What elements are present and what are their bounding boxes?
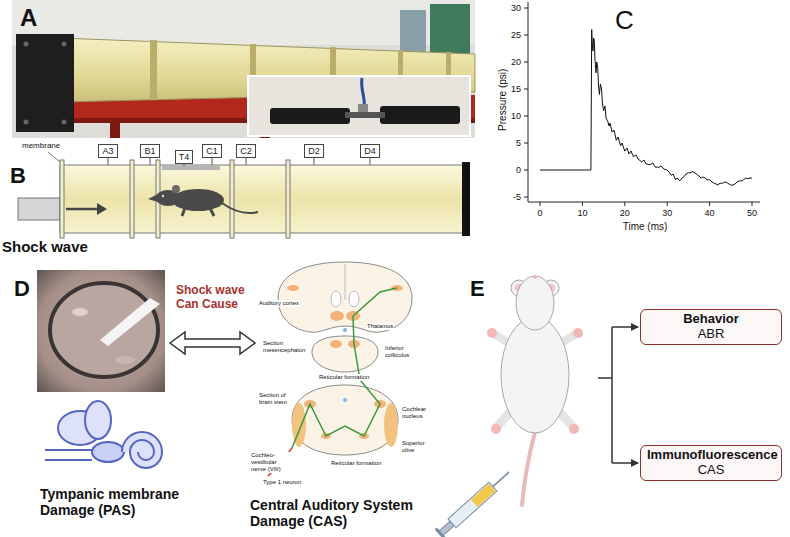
axis-tick: 50 [747, 208, 757, 218]
anatomy-label: Cochlear nucleus [401, 406, 433, 420]
box-body: CAS [647, 463, 775, 478]
axis-tick: 15 [511, 84, 521, 94]
axis-tick: -5 [513, 192, 521, 202]
rat-illustration [487, 275, 583, 505]
box-heading: D2 [308, 145, 320, 157]
branch-arrows [598, 327, 638, 463]
callout-text: Shock wave Can Cause [176, 284, 258, 312]
box-heading: B1 [144, 145, 155, 157]
outcome-box: BehaviorABR [640, 309, 782, 345]
box-heading: D4 [364, 145, 376, 157]
axis-tick: 40 [705, 208, 715, 218]
anatomy-label: Reticular formation [318, 374, 370, 381]
panel-letter: A [20, 4, 37, 32]
box-heading: Immunofluorescence [647, 448, 775, 463]
anatomy-label: Reticular formation [330, 460, 382, 467]
box-heading: T4 [179, 151, 190, 163]
anatomy-label: Section of brain stem [258, 392, 292, 406]
pressure-chart [524, 2, 760, 206]
shock-tube-photo [12, 0, 475, 138]
anatomy-label: Thalamus [366, 323, 394, 330]
box-heading: A3 [102, 145, 113, 157]
sensor-box: C2 [236, 144, 256, 158]
panel-letter: D [14, 276, 30, 301]
box-heading: C2 [240, 145, 252, 157]
part-label: membrane [22, 141, 60, 150]
panel-letter: B [10, 163, 26, 188]
axis-tick: 10 [577, 208, 587, 218]
shock-tube-schematic [18, 152, 470, 238]
box-heading: Behavior [647, 312, 775, 327]
axis-tick: 0 [516, 165, 521, 175]
syringe [435, 467, 514, 537]
caption-label: Central Auditory System Damage (CAS) [250, 497, 455, 529]
box-heading: C1 [206, 145, 218, 157]
sensor-box: T4 [175, 150, 194, 164]
sensor-box: D2 [304, 144, 324, 158]
anatomy-label: Section mesencephalon [262, 340, 306, 354]
tympanic-membrane-photo [37, 270, 165, 392]
axis-tick: 30 [662, 208, 672, 218]
axis-tick: 20 [511, 57, 521, 67]
axis-tick: 20 [620, 208, 630, 218]
inner-ear-icon [45, 401, 162, 468]
sensor-box: C1 [202, 144, 222, 158]
axis-tick: 25 [511, 30, 521, 40]
double-arrow [170, 332, 255, 354]
outcome-box: ImmunofluorescenceCAS [640, 445, 782, 481]
anatomy-label: Cochleo-vestibular nerve (VIII) [250, 452, 294, 473]
part-label: Shock wave [2, 238, 88, 255]
sensor-box: B1 [140, 144, 159, 158]
anatomy-label: Superior olive [401, 440, 433, 454]
axis-title: Pressure (psi) [497, 69, 509, 131]
axis-tick: 10 [511, 111, 521, 121]
anatomy-label: Type 1 neuron [262, 479, 302, 486]
axis-tick: 30 [511, 3, 521, 13]
caption-label: Tympanic membrane Damage (PAS) [40, 486, 195, 518]
panel-letter: E [470, 276, 485, 301]
anatomy-label: Auditory cortex [258, 300, 300, 307]
anatomy-label: Inferior colliculus [384, 345, 430, 359]
panel-letter: C [615, 6, 634, 36]
sensor-box: D4 [360, 144, 380, 158]
box-body: ABR [647, 327, 775, 342]
axis-tick: 5 [516, 138, 521, 148]
axis-title: Time (ms) [623, 221, 668, 233]
sensor-box: A3 [98, 144, 117, 158]
auditory-pathway-diagram [268, 262, 412, 476]
axis-tick: 0 [537, 208, 542, 218]
